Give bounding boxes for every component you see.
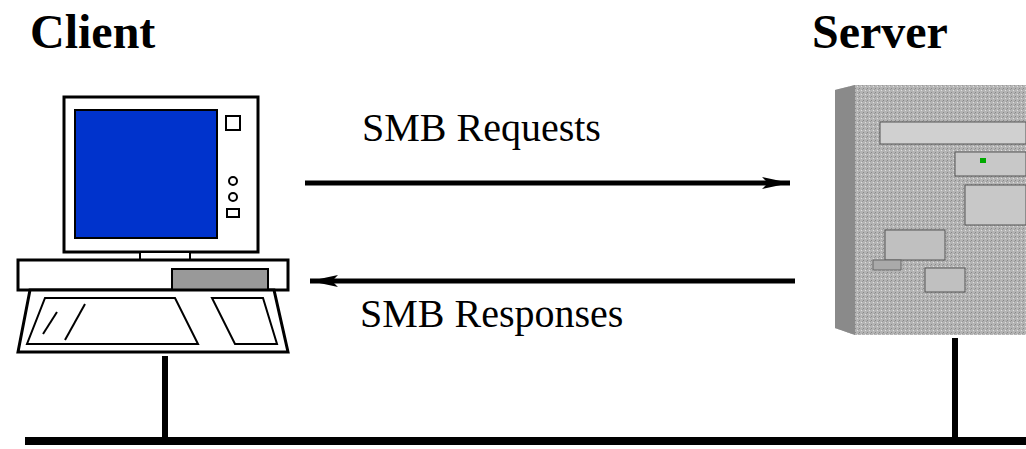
node-heading: Server xyxy=(812,8,948,56)
node-heading: Client xyxy=(30,8,155,56)
client-computer: Client xyxy=(15,0,305,356)
message-arrow xyxy=(310,279,795,284)
message-arrow xyxy=(305,181,790,186)
server-tower: Server xyxy=(795,0,1026,338)
edge-label: SMB Responses xyxy=(358,294,625,334)
edge-label: SMB Requests xyxy=(360,108,603,148)
